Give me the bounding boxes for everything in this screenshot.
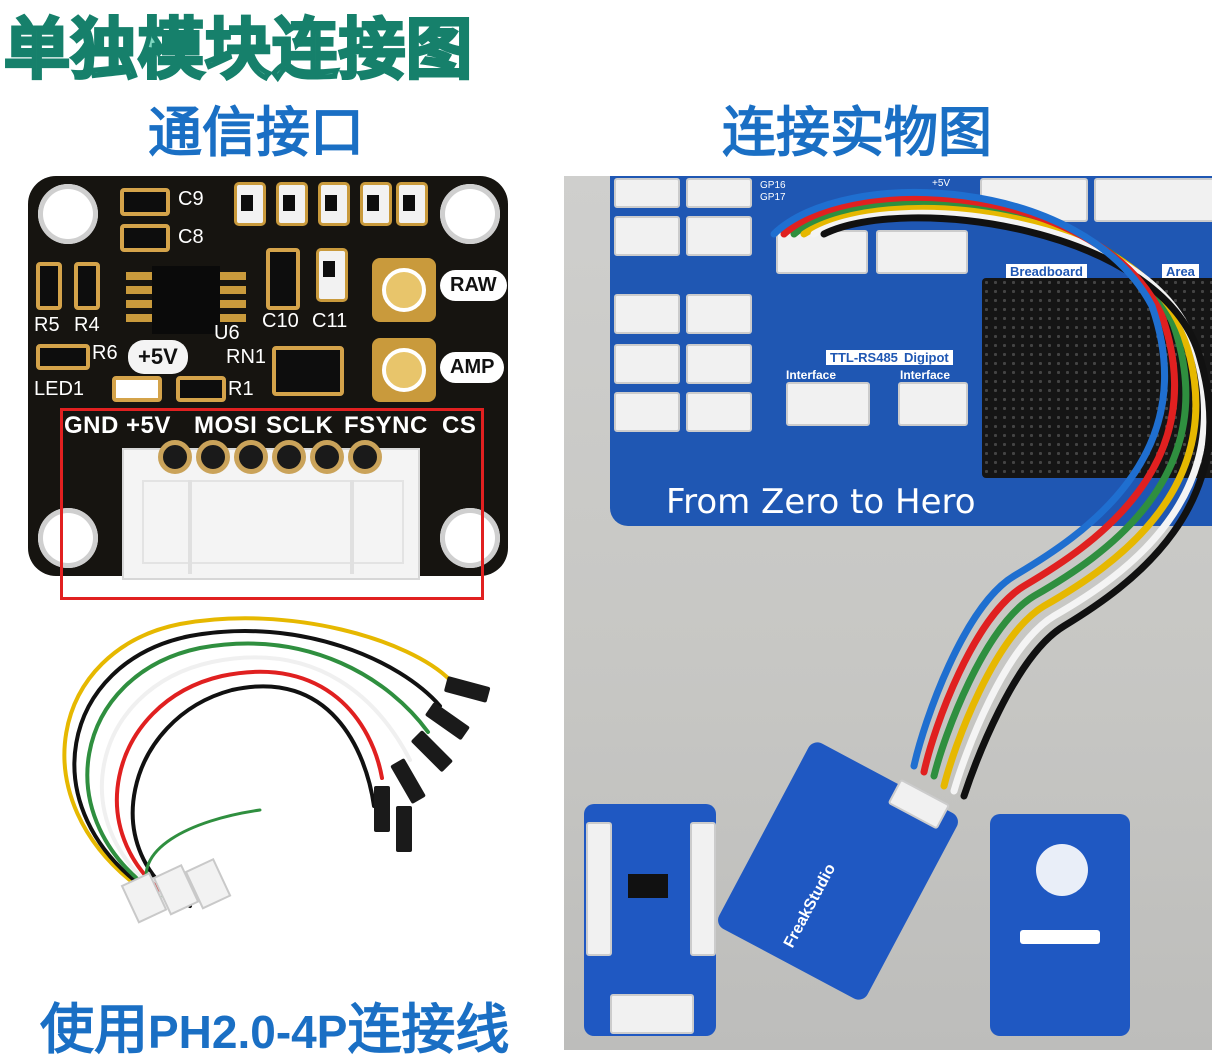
cable-caption-prefix: 使用 bbox=[40, 998, 148, 1061]
connector-pin bbox=[158, 440, 192, 474]
label-c11: C11 bbox=[312, 310, 348, 332]
chip-u6 bbox=[126, 266, 246, 334]
right-title: 连接实物图 bbox=[722, 101, 992, 164]
mounting-hole bbox=[38, 508, 98, 568]
pin-label-sclk: SCLK bbox=[266, 412, 334, 439]
module-brand: FreakStudio bbox=[780, 861, 840, 951]
tag-area: Area bbox=[1162, 264, 1199, 279]
raw-badge: RAW bbox=[440, 270, 507, 301]
label-r5: R5 bbox=[34, 314, 60, 336]
tag-digipot: Digipot bbox=[900, 350, 953, 365]
dds-module-back bbox=[990, 814, 1130, 1036]
connector-pin bbox=[348, 440, 382, 474]
connector-pin bbox=[272, 440, 306, 474]
pin-label-cs: CS bbox=[442, 412, 477, 439]
amp-badge: AMP bbox=[440, 352, 505, 383]
main-title: 单独模块连接图 bbox=[3, 10, 474, 90]
connector-pin bbox=[310, 440, 344, 474]
resistor bbox=[396, 182, 428, 226]
cable-caption: 使用PH2.0-4P连接线 bbox=[40, 985, 509, 1064]
label-r1: R1 bbox=[228, 378, 254, 400]
label-r4: R4 bbox=[74, 314, 100, 336]
interface-highlight-box bbox=[60, 408, 484, 600]
tag-ttl-rs485: TTL-RS485 bbox=[826, 350, 902, 365]
resistor bbox=[360, 182, 392, 226]
pin-label-fsync: FSYNC bbox=[344, 412, 428, 439]
cable-caption-model: PH2.0-4P bbox=[148, 1006, 348, 1058]
resistor bbox=[318, 182, 350, 226]
resistor-r6 bbox=[36, 344, 90, 370]
cable-caption-suffix: 连接线 bbox=[347, 998, 510, 1061]
capacitor-c8 bbox=[120, 224, 170, 252]
mounting-hole bbox=[440, 184, 500, 244]
led1 bbox=[112, 376, 162, 402]
board-slogan: From Zero to Hero bbox=[666, 482, 976, 522]
resistor bbox=[276, 182, 308, 226]
label-c10: C10 bbox=[262, 310, 299, 332]
connection-photo: TTL-RS485 Digipot Interface Interface Br… bbox=[564, 176, 1212, 1050]
resistor-r1 bbox=[176, 376, 226, 402]
cable-illustration bbox=[62, 616, 491, 924]
label-led1: LED1 bbox=[34, 378, 85, 400]
connector-pin bbox=[196, 440, 230, 474]
label-u6: U6 bbox=[214, 322, 240, 344]
capacitor-c10 bbox=[266, 248, 300, 310]
label-rn1: RN1 bbox=[226, 346, 267, 368]
pin-label-5v: +5V bbox=[126, 412, 171, 439]
label-c8: C8 bbox=[178, 226, 204, 248]
capacitor-c11 bbox=[316, 248, 348, 302]
left-title: 通信接口 bbox=[148, 101, 364, 164]
label-r6: R6 bbox=[92, 342, 118, 364]
label-gp16: GP16 bbox=[760, 180, 786, 191]
resistor-network-rn1 bbox=[272, 346, 344, 396]
plus5v-badge: +5V bbox=[128, 340, 188, 374]
pin-label-mosi: MOSI bbox=[194, 412, 258, 439]
pin-label-gnd: GND bbox=[64, 412, 119, 439]
resistor bbox=[234, 182, 266, 226]
expansion-board: TTL-RS485 Digipot Interface Interface Br… bbox=[610, 176, 1212, 526]
raw-connector bbox=[372, 258, 436, 322]
label-plus5v: +5V bbox=[932, 178, 951, 189]
wire-bundle bbox=[770, 189, 1212, 800]
mounting-hole bbox=[38, 184, 98, 244]
tag-interface: Interface bbox=[900, 368, 951, 382]
resistor-r4 bbox=[74, 262, 100, 310]
tag-interface: Interface bbox=[786, 368, 837, 382]
capacitor-c9 bbox=[120, 188, 170, 216]
mounting-hole bbox=[440, 508, 500, 568]
label-c9: C9 bbox=[178, 188, 204, 210]
connector-pin bbox=[234, 440, 268, 474]
resistor-r5 bbox=[36, 262, 62, 310]
label-gp17: GP17 bbox=[760, 192, 786, 203]
amp-connector bbox=[372, 338, 436, 402]
pcb-module: C9 C8 R5 R4 U6 C10 C11 RAW AMP R6 +5V RN… bbox=[28, 176, 508, 576]
dds-module-front bbox=[584, 804, 716, 1036]
tag-breadboard: Breadboard bbox=[1006, 264, 1087, 279]
